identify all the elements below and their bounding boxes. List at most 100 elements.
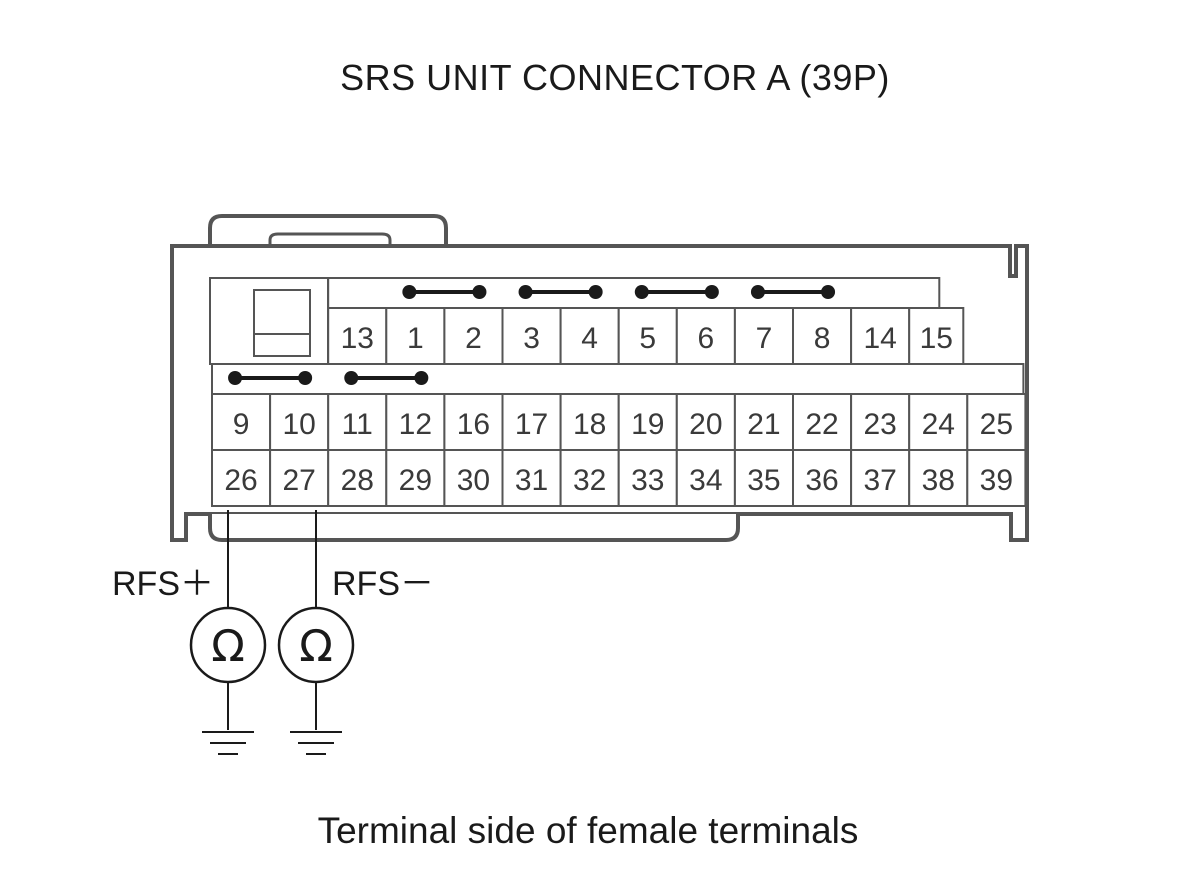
terminal-number: 18 xyxy=(573,408,606,441)
terminal-number: 5 xyxy=(639,322,656,355)
terminal-number: 38 xyxy=(922,464,955,497)
jumper-dot xyxy=(588,285,603,299)
terminal-number: 26 xyxy=(224,464,257,497)
terminal-cell xyxy=(327,449,388,507)
terminal-number: 29 xyxy=(399,464,432,497)
terminal-number: 28 xyxy=(341,464,374,497)
ground-icon xyxy=(290,731,342,755)
terminal-number: 16 xyxy=(457,408,490,441)
jumper-dot xyxy=(344,371,359,385)
terminal-number: 13 xyxy=(341,322,374,355)
meter-circuit: Ω RFS＋ xyxy=(112,510,267,755)
meter-circuits: Ω RFS＋ Ω RFS－ xyxy=(112,510,434,755)
terminal-number: 31 xyxy=(515,464,548,497)
jumper-dot xyxy=(518,285,533,299)
terminal-number: 10 xyxy=(282,408,315,441)
terminal-cell xyxy=(501,393,562,451)
shorting-jumper xyxy=(634,285,719,299)
terminal-number: 6 xyxy=(698,322,715,355)
jumper-dot xyxy=(821,285,836,299)
terminal-cell xyxy=(617,449,678,507)
shorting-jumper xyxy=(518,285,603,299)
shorting-jumper xyxy=(750,285,836,299)
jumper-dot xyxy=(228,371,243,385)
terminal-cell xyxy=(617,393,678,451)
terminal-cell xyxy=(211,393,272,451)
terminal-number: 11 xyxy=(342,408,373,441)
diagram-title: SRS UNIT CONNECTOR A (39P) xyxy=(340,57,890,98)
terminal-number: 27 xyxy=(282,464,315,497)
terminal-cell xyxy=(850,393,911,451)
terminal-number: 32 xyxy=(573,464,606,497)
terminal-cell xyxy=(966,449,1027,507)
terminal-number: 36 xyxy=(805,464,838,497)
shorting-jumper xyxy=(228,371,313,385)
terminal-number: 37 xyxy=(863,464,896,497)
terminal-cell xyxy=(908,307,965,365)
terminal-number: 33 xyxy=(631,464,664,497)
terminal-cell xyxy=(908,449,969,507)
terminal-cell xyxy=(559,449,620,507)
terminal-number: 25 xyxy=(980,408,1013,441)
terminal-number: 4 xyxy=(581,322,598,355)
shorting-jumper xyxy=(402,285,487,299)
terminal-number: 34 xyxy=(689,464,722,497)
terminal-number: 12 xyxy=(399,408,432,441)
terminal-number: 7 xyxy=(756,322,773,355)
terminal-number: 24 xyxy=(922,408,955,441)
jumpers xyxy=(228,285,836,385)
terminal-number: 20 xyxy=(689,408,722,441)
diagram-caption: Terminal side of female terminals xyxy=(318,810,859,851)
jumper-dot xyxy=(750,285,765,299)
terminal-number: 9 xyxy=(233,408,250,441)
terminal-number: 2 xyxy=(465,322,482,355)
terminal-number: 21 xyxy=(747,408,780,441)
terminal-cell xyxy=(269,449,330,507)
signal-label: RFS＋ xyxy=(112,565,214,603)
ohm-symbol: Ω xyxy=(299,621,333,672)
terminal-cell xyxy=(733,393,795,451)
jumper-dot xyxy=(472,285,487,299)
terminal-cell xyxy=(559,307,620,365)
key-slot xyxy=(209,277,329,365)
signal-label: RFS－ xyxy=(332,565,434,603)
jumper-dot xyxy=(298,371,313,385)
terminal-cell xyxy=(443,449,504,507)
terminal-number: 3 xyxy=(523,322,540,355)
terminal-number: 19 xyxy=(631,408,664,441)
terminal-cell xyxy=(850,449,911,507)
terminal-cell xyxy=(792,449,853,507)
terminal-cell xyxy=(792,307,853,365)
terminal-cell xyxy=(327,393,388,451)
ground-icon xyxy=(202,731,254,755)
terminal-number: 1 xyxy=(407,322,424,355)
terminal-cell xyxy=(443,307,504,365)
jumper-dot xyxy=(414,371,429,385)
terminal-number: 23 xyxy=(863,408,896,441)
terminal-cell xyxy=(385,449,446,507)
jumper-dot xyxy=(402,285,417,299)
terminal-cell xyxy=(559,393,620,451)
terminal-number: 39 xyxy=(980,464,1013,497)
terminal-number: 30 xyxy=(457,464,490,497)
ohm-symbol: Ω xyxy=(211,621,245,672)
terminal-cell xyxy=(908,393,969,451)
terminal-cell xyxy=(501,307,562,365)
terminal-number: 35 xyxy=(747,464,780,497)
terminal-cell xyxy=(617,307,678,365)
terminal-number: 17 xyxy=(515,408,548,441)
terminal-cell xyxy=(733,449,795,507)
jumper-dot xyxy=(704,285,719,299)
terminal-cell xyxy=(733,307,795,365)
terminal-number: 14 xyxy=(863,322,896,355)
terminal-cell xyxy=(675,307,736,365)
terminal-number: 8 xyxy=(814,322,831,355)
jumper-strip-lower xyxy=(211,363,1025,395)
terminal-number: 15 xyxy=(920,322,953,355)
terminal-number: 22 xyxy=(805,408,838,441)
jumper-dot xyxy=(634,285,649,299)
shorting-jumper xyxy=(344,371,429,385)
terminal-cell xyxy=(675,393,736,451)
